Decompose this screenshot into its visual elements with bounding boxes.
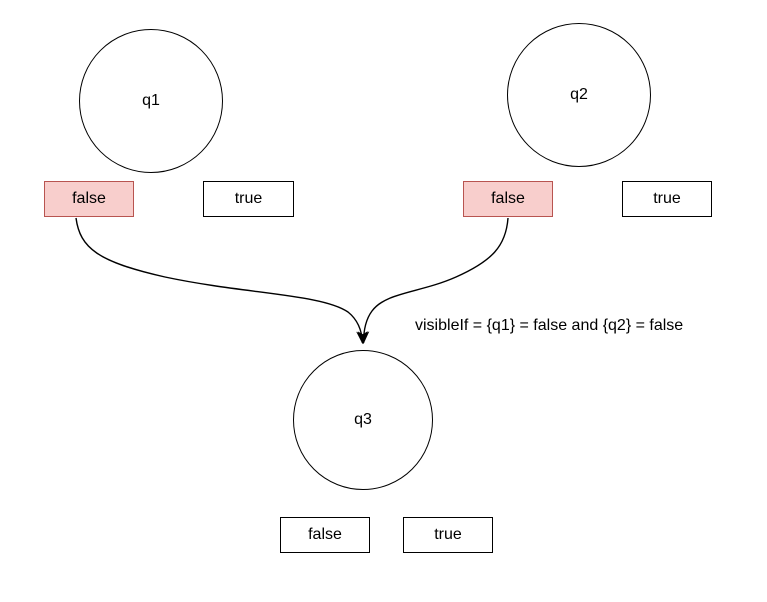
option-q3-true-label: true xyxy=(434,526,462,543)
node-q2-label: q2 xyxy=(570,86,588,103)
node-q3-label: q3 xyxy=(354,411,372,428)
option-q2-false: false xyxy=(463,181,553,217)
node-q2: q2 xyxy=(507,23,651,167)
edge-q1-false-to-q3 xyxy=(75,217,368,345)
option-q1-true: true xyxy=(203,181,294,217)
visibleif-annotation: visibleIf = {q1} = false and {q2} = fals… xyxy=(415,317,684,334)
node-q3: q3 xyxy=(293,350,433,490)
option-q1-false-label: false xyxy=(72,190,106,207)
option-q2-false-label: false xyxy=(491,190,525,207)
node-q1-label: q1 xyxy=(142,92,160,109)
option-q1-true-label: true xyxy=(234,190,263,207)
option-q1-false: false xyxy=(44,181,134,217)
option-q3-false: false xyxy=(280,517,370,553)
node-q1: q1 xyxy=(79,29,223,173)
option-q3-true: true xyxy=(403,517,493,553)
option-q3-false-label: false xyxy=(308,526,342,543)
option-q2-true: true xyxy=(622,181,712,217)
option-q2-true-label: true xyxy=(653,190,681,207)
